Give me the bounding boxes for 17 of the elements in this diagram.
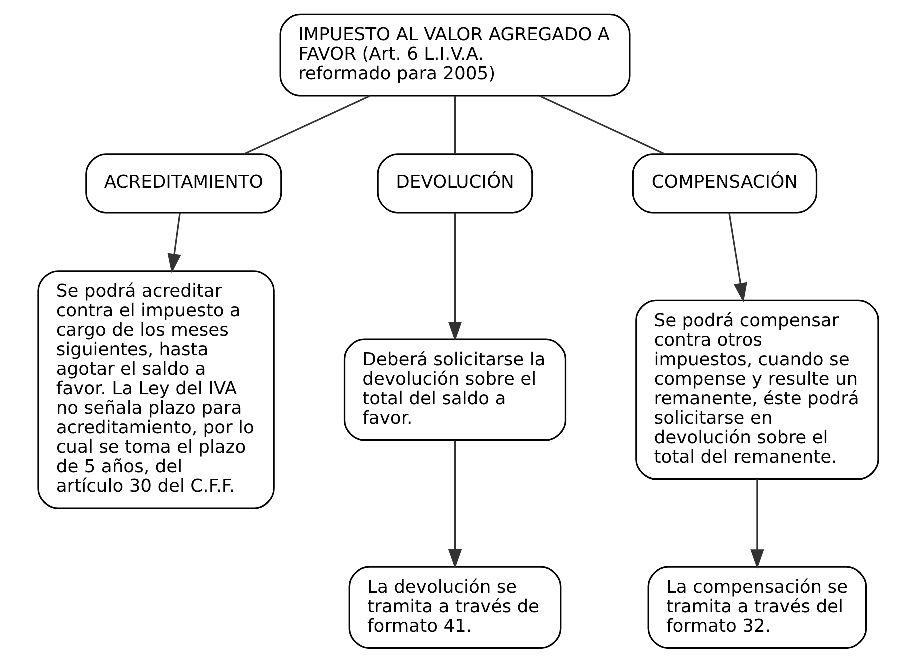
arrow xyxy=(448,440,462,569)
node-box: COMPENSACIÓN xyxy=(632,154,818,214)
node-box: IMPUESTO AL VALOR AGREGADO A FAVOR (Art. 6 L.I.V.A. reformado para 2005) xyxy=(280,14,631,97)
node-box: La devolución se tramita a través de formato 41. xyxy=(348,566,562,650)
arrow xyxy=(448,213,462,342)
node-box: Deberá solicitarse la devolución sobre el total del saldo a favor. xyxy=(344,338,567,442)
connector xyxy=(244,95,370,155)
node-box: ACREDITAMIENTO xyxy=(86,154,282,214)
arrow xyxy=(750,479,764,570)
node-box: DEVOLUCIÓN xyxy=(377,154,534,214)
connector xyxy=(454,96,456,154)
arrow xyxy=(728,212,748,303)
connector xyxy=(540,95,666,155)
arrow xyxy=(168,212,182,274)
node-box: Se podrá acreditar contra el impuesto a cargo de los meses siguientes, hasta agotar el saldo a favor. La Ley del IVA no señala plazo para acreditamiento, por lo cual se toma el plazo de 5 años, del artículo 30 del C.F.F. xyxy=(38,270,275,510)
node-box: Se podrá compensar contra otros impuestos, cuando se compense y resulte un remanente, éste podrá solicitarse en devolución sobre el total del remanente. xyxy=(636,300,880,480)
node-box: La compensación se tramita a través del formato 32. xyxy=(648,566,868,650)
